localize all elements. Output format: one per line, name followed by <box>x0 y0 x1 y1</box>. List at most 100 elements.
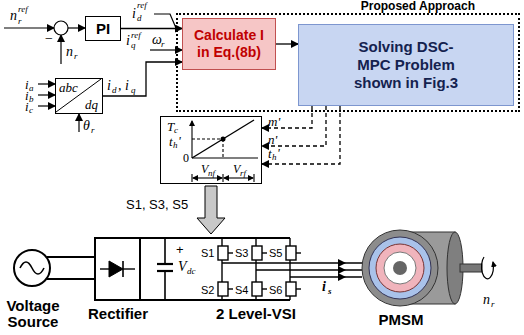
inverter-leg <box>252 282 262 296</box>
plot-label: ' <box>178 133 181 149</box>
inverter-leg <box>218 282 228 296</box>
carrier-curve <box>192 157 258 158</box>
rectifier-symbol <box>95 238 140 300</box>
capacitor-symbol <box>164 271 166 300</box>
inverter-leg <box>228 252 233 253</box>
signal-label: V <box>178 259 187 275</box>
signal-arrow <box>121 28 182 29</box>
signal-arrow <box>276 43 298 44</box>
signal-label: r <box>491 299 495 309</box>
carrier-curve <box>191 174 192 182</box>
inverter-leg <box>218 238 301 300</box>
carrier-curve <box>192 120 258 182</box>
capacitor-symbol <box>157 238 173 300</box>
current-arrow <box>338 259 346 267</box>
inverter-leg <box>262 288 267 289</box>
plot-label: T <box>167 119 174 135</box>
dotted-region: Proposed ApproachCalculate I in Eq.(8b)S… <box>176 13 520 112</box>
plot-label: V <box>233 162 240 177</box>
signal-label: n <box>66 44 73 60</box>
signal-label: a <box>29 83 34 93</box>
power-wire <box>140 299 290 301</box>
power-wire <box>47 278 95 280</box>
signal-label: , i <box>118 78 129 94</box>
signal-label: θ <box>83 118 90 134</box>
transform-divider <box>56 79 101 112</box>
switch-label: S1 <box>201 247 214 259</box>
power-wire <box>47 238 290 300</box>
signal-label: d <box>112 85 117 95</box>
box-label: PI <box>96 20 110 37</box>
signal-label: d <box>137 13 142 23</box>
carrier-curve <box>224 177 253 178</box>
pmsm-motor <box>384 252 416 284</box>
carrier-curve <box>222 174 223 182</box>
signal-label: n <box>10 8 17 24</box>
rectifier-symbol <box>123 268 135 269</box>
carrier-curve <box>193 177 222 178</box>
pmsm-motor <box>376 244 424 292</box>
rectifier-symbol <box>95 238 140 300</box>
switch-label: S2 <box>201 284 214 296</box>
component-label: 2 Level-VSI <box>196 306 316 322</box>
current-arrow <box>338 266 346 274</box>
rectifier-symbol <box>109 261 123 277</box>
control-wire <box>38 105 55 106</box>
inverter-leg <box>262 252 267 253</box>
signal-label: − <box>44 31 53 47</box>
plot-label: 0 <box>183 151 189 166</box>
transform-box: abcdq <box>55 78 103 114</box>
signal-label: ' <box>277 145 280 161</box>
power-wire <box>47 256 95 258</box>
signal-label: ref <box>137 0 147 10</box>
signal-label: r <box>74 51 78 61</box>
signal-label: q <box>131 40 136 50</box>
voltage-source-symbol <box>14 250 50 286</box>
voltage-source-symbol <box>14 250 50 286</box>
current-arrow <box>338 273 346 281</box>
dashed-signal-arrow <box>262 106 340 164</box>
plot-label: rf <box>240 168 246 178</box>
box-label: Solving DSC-MPC Problem shown in Fig.3 <box>347 38 465 92</box>
control-wire <box>60 35 61 64</box>
pmsm-motor <box>362 230 493 306</box>
inverter-leg <box>286 282 296 296</box>
signal-label: S1, S3, S5 <box>126 197 188 212</box>
signal-label: h <box>272 152 277 162</box>
capacitor-symbol <box>157 263 173 265</box>
carrier-curve <box>253 174 254 182</box>
signal-label: i <box>322 279 326 295</box>
pmsm-motor <box>362 230 438 306</box>
control-wire <box>38 94 55 95</box>
calc-box: Calculate I in Eq.(8b) <box>182 18 276 70</box>
signal-label: r <box>91 125 95 135</box>
transform-label: abc <box>59 81 78 94</box>
signal-label: i <box>107 78 111 94</box>
pmsm-motor <box>393 261 407 275</box>
carrier-plot: Tcth'0VnfVrf <box>160 116 262 184</box>
power-wire <box>140 237 290 239</box>
signal-label: ref <box>131 30 141 40</box>
signal-label: ref <box>18 4 28 14</box>
signal-label: r <box>18 16 22 26</box>
signal-label: ω <box>152 32 162 48</box>
solver-box: Solving DSC-MPC Problem shown in Fig.3 <box>298 24 514 106</box>
gate-signal-arrow <box>197 186 225 234</box>
control-wire <box>4 14 182 132</box>
signal-label: c <box>29 105 33 115</box>
plot-label: t <box>169 134 173 150</box>
signal-label: i <box>126 33 130 49</box>
inverter-leg <box>218 246 228 260</box>
rectifier-symbol <box>100 268 109 269</box>
capacitor-symbol <box>164 238 166 264</box>
inverter-leg <box>228 288 233 289</box>
control-wire <box>154 14 176 28</box>
component-label: Rectifier <box>78 306 158 322</box>
operating-dot <box>221 137 226 142</box>
plot-label: V <box>201 162 208 177</box>
switch-label: S4 <box>235 284 248 296</box>
inverter-leg <box>252 246 262 260</box>
signal-label: t <box>268 146 272 162</box>
inverter-leg <box>296 252 301 253</box>
